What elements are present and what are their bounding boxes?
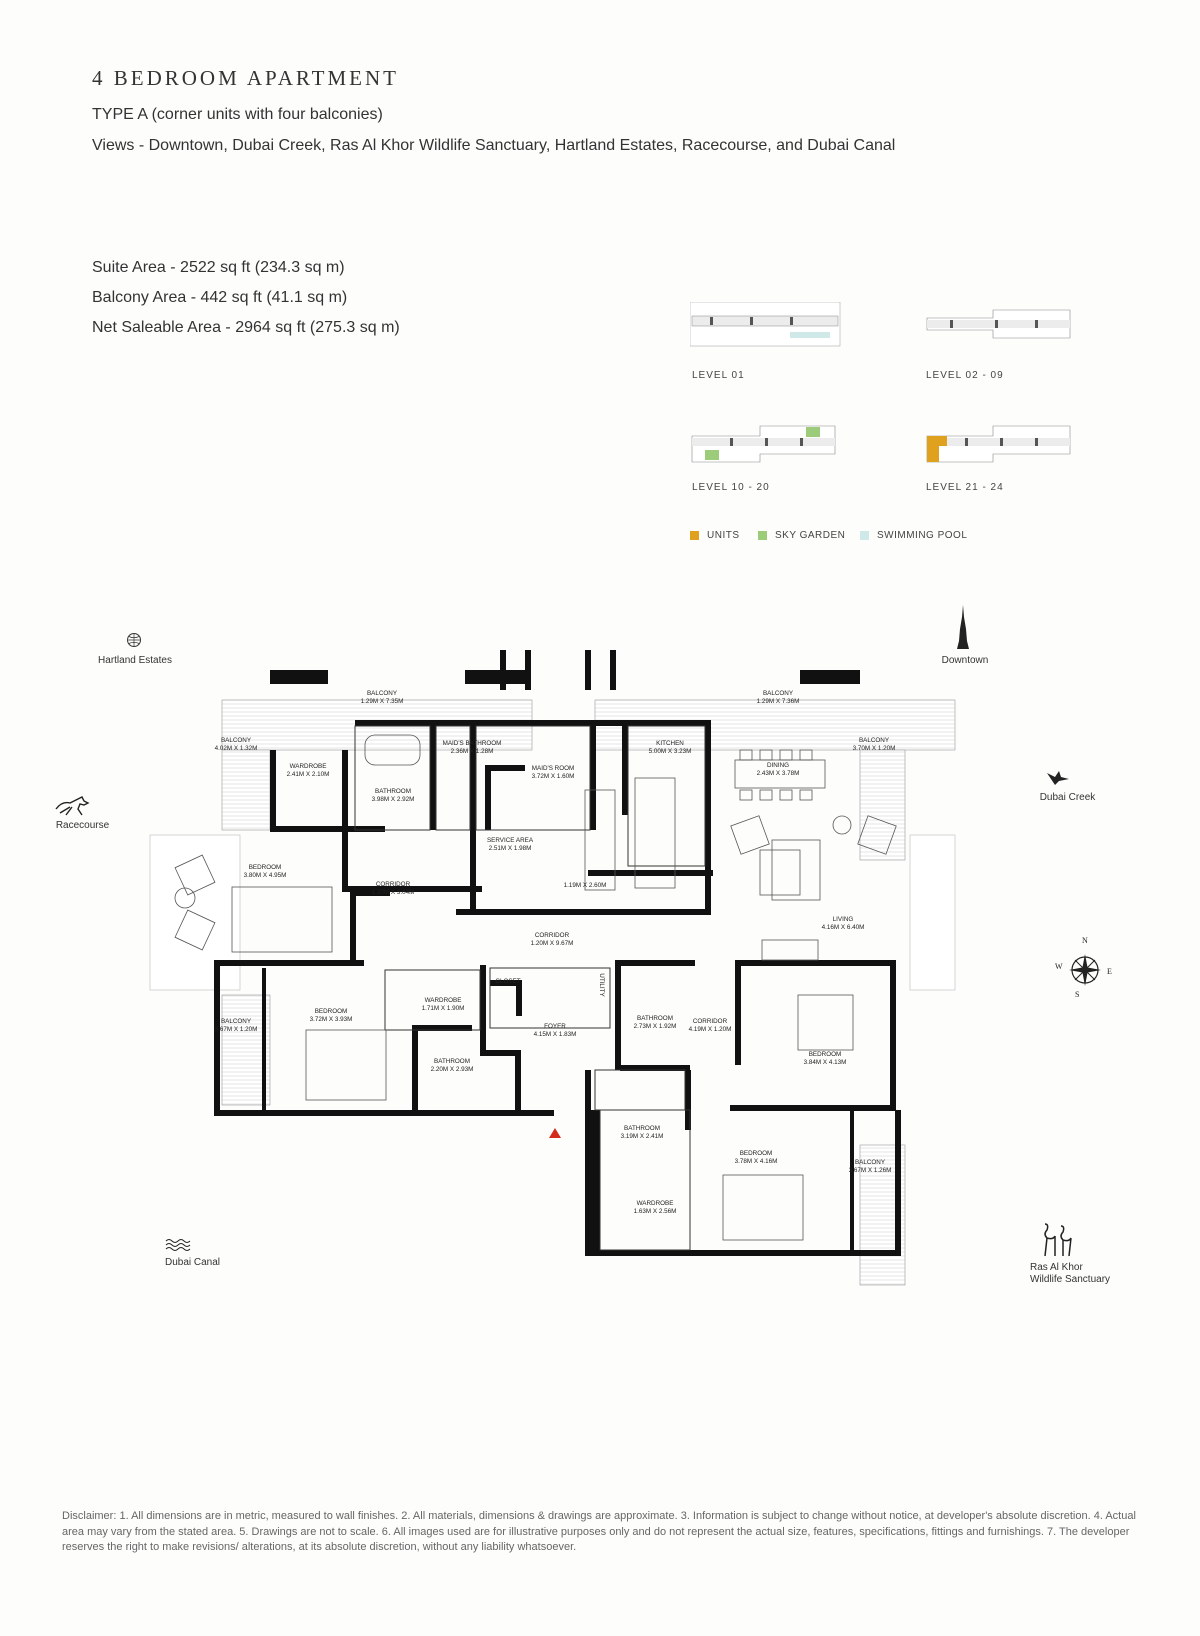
globe-icon	[127, 633, 141, 647]
level-label: LEVEL 02 - 09	[926, 370, 1004, 381]
compass-w: W	[1055, 962, 1063, 971]
key-plan-level-21-24	[926, 425, 1071, 463]
burj-khalifa-icon	[957, 605, 969, 649]
svg-text:UTILITY: UTILITY	[598, 973, 605, 997]
interior-walls	[354, 725, 706, 1251]
net-saleable-area: Net Saleable Area - 2964 sq ft (275.3 sq…	[92, 319, 400, 336]
views-list: Views - Downtown, Dubai Creek, Ras Al Kh…	[92, 137, 896, 154]
sky-garden-swatch	[758, 531, 767, 540]
key-plan-level-01	[690, 302, 841, 347]
key-plan-level-02-09	[926, 309, 1071, 339]
entrance-marker	[549, 1128, 561, 1138]
legend-sky-garden: SKY GARDEN	[758, 530, 845, 541]
level-label: LEVEL 01	[692, 370, 745, 381]
view-wildlife-sanctuary: Wildlife Sanctuary	[1030, 1274, 1111, 1285]
furniture	[174, 734, 897, 1241]
view-hartland-estates: Hartland Estates	[98, 655, 172, 666]
page-title: 4 BEDROOM APARTMENT	[92, 66, 400, 90]
waves-icon	[165, 1239, 191, 1251]
swimming-pool-swatch	[860, 531, 869, 540]
level-label: LEVEL 21 - 24	[926, 482, 1004, 493]
view-ras-al-khor: Ras Al Khor	[1030, 1262, 1083, 1273]
svg-text:CLOSET: CLOSET	[495, 978, 520, 985]
structural-walls	[214, 650, 901, 1256]
unit-type: TYPE A (corner units with four balconies…	[92, 106, 383, 123]
units-swatch	[690, 531, 699, 540]
horse-icon	[55, 796, 90, 816]
disclaimer: Disclaimer: 1. All dimensions are in met…	[62, 1510, 1136, 1553]
balcony-area: Balcony Area - 442 sq ft (41.1 sq m)	[92, 289, 348, 306]
view-racecourse: Racecourse	[55, 820, 110, 831]
suite-area: Suite Area - 2522 sq ft (234.3 sq m)	[92, 259, 345, 276]
key-plan-level-10-20	[691, 425, 836, 463]
bird-icon	[1047, 771, 1069, 785]
compass-icon	[1069, 954, 1101, 986]
compass-s: S	[1075, 990, 1080, 999]
compass-e: E	[1107, 967, 1112, 976]
level-label: LEVEL 10 - 20	[692, 482, 770, 493]
flamingo-icon	[1044, 1223, 1072, 1257]
view-downtown: Downtown	[941, 655, 989, 666]
view-dubai-canal: Dubai Canal	[164, 1257, 221, 1268]
legend-units: UNITS	[690, 530, 740, 541]
svg-text:1.19M X 2.60M: 1.19M X 2.60M	[564, 882, 607, 889]
view-dubai-creek: Dubai Creek	[1039, 792, 1096, 803]
legend-swimming-pool: SWIMMING POOL	[860, 530, 967, 541]
compass-n: N	[1082, 936, 1088, 945]
